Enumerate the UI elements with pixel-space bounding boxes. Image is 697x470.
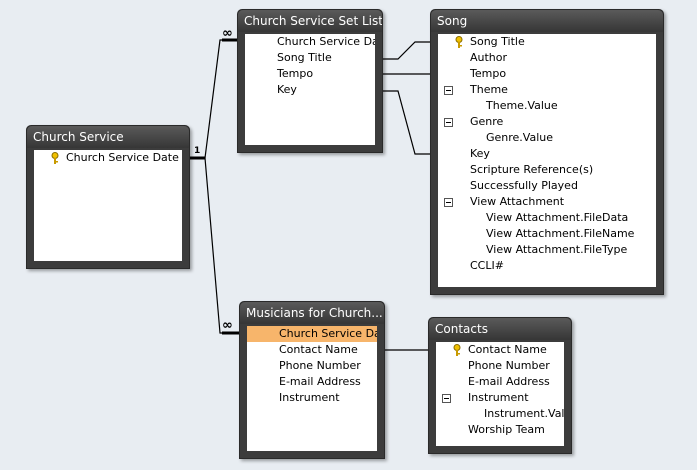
one-label: 1 xyxy=(194,146,201,156)
many-label-setlist: ∞ xyxy=(222,26,233,41)
key-icon xyxy=(453,344,461,356)
table-title[interactable]: Contacts xyxy=(429,318,571,340)
relationship-service-setlist xyxy=(187,39,238,159)
field-author[interactable]: Author xyxy=(470,51,508,64)
collapse-icon[interactable] xyxy=(444,86,453,95)
relationship-service-musicians xyxy=(187,157,240,334)
table-song[interactable]: Song Song Title Author Tempo Theme Theme… xyxy=(430,9,664,295)
field-email-address[interactable]: E-mail Address xyxy=(468,375,550,388)
table-field-list[interactable]: Contact Name Phone Number E-mail Address… xyxy=(436,342,564,446)
field-instrument-value[interactable]: Instrument.Valu xyxy=(484,407,564,420)
field-church-service-date[interactable]: Church Service Dat xyxy=(247,326,377,342)
field-view-attachment-filetype[interactable]: View Attachment.FileType xyxy=(486,243,628,256)
field-view-attachment-filename[interactable]: View Attachment.FileName xyxy=(486,227,635,240)
table-field-list[interactable]: Church Service Dat Contact Name Phone Nu… xyxy=(247,326,377,451)
field-phone-number[interactable]: Phone Number xyxy=(468,359,550,372)
table-title[interactable]: Church Service xyxy=(27,126,189,148)
field-genre-value[interactable]: Genre.Value xyxy=(486,131,554,144)
field-ccli[interactable]: CCLI# xyxy=(470,259,504,272)
many-label-musicians: ∞ xyxy=(222,318,233,333)
table-church-service[interactable]: Church Service Church Service Date xyxy=(26,125,190,269)
field-successfully-played[interactable]: Successfully Played xyxy=(470,179,578,192)
table-field-list[interactable]: Church Service Date xyxy=(34,150,182,261)
field-phone-number[interactable]: Phone Number xyxy=(279,359,361,372)
table-title[interactable]: Church Service Set List xyxy=(238,10,382,32)
relationship-setlist-song-title xyxy=(380,41,432,60)
field-song-title[interactable]: Song Title xyxy=(277,51,332,64)
table-field-list[interactable]: Church Service Dat Song Title Tempo Key xyxy=(245,34,375,145)
table-title[interactable]: Song xyxy=(431,10,663,32)
collapse-icon[interactable] xyxy=(444,198,453,207)
field-contact-name[interactable]: Contact Name xyxy=(279,343,358,356)
field-email-address[interactable]: E-mail Address xyxy=(279,375,361,388)
field-theme-value[interactable]: Theme.Value xyxy=(486,99,558,112)
field-song-title[interactable]: Song Title xyxy=(438,34,656,50)
field-key[interactable]: Key xyxy=(277,83,297,96)
key-icon xyxy=(455,36,463,48)
field-contact-name[interactable]: Contact Name xyxy=(436,342,564,358)
field-instrument[interactable]: Instrument xyxy=(436,390,564,406)
table-title[interactable]: Musicians for Church... xyxy=(240,302,384,324)
field-tempo[interactable]: Tempo xyxy=(277,67,314,80)
field-theme[interactable]: Theme xyxy=(438,82,656,98)
field-key[interactable]: Key xyxy=(470,147,490,160)
table-field-list[interactable]: Song Title Author Tempo Theme Theme.Valu… xyxy=(438,34,656,287)
field-genre[interactable]: Genre xyxy=(438,114,656,130)
table-contacts[interactable]: Contacts Contact Name Phone Number E-mai… xyxy=(428,317,572,454)
field-instrument[interactable]: Instrument xyxy=(279,391,340,404)
collapse-icon[interactable] xyxy=(444,118,453,127)
table-musicians-for-church-service[interactable]: Musicians for Church... Church Service D… xyxy=(239,301,385,459)
relationship-setlist-song-key xyxy=(380,90,432,155)
field-worship-team[interactable]: Worship Team xyxy=(468,423,545,436)
collapse-icon[interactable] xyxy=(442,394,451,403)
field-view-attachment-filedata[interactable]: View Attachment.FileData xyxy=(486,211,629,224)
field-scripture-references[interactable]: Scripture Reference(s) xyxy=(470,163,594,176)
field-view-attachment[interactable]: View Attachment xyxy=(438,194,656,210)
key-icon xyxy=(51,152,59,164)
field-church-service-date[interactable]: Church Service Dat xyxy=(277,35,375,48)
field-church-service-date[interactable]: Church Service Date xyxy=(34,150,182,166)
table-church-service-set-list[interactable]: Church Service Set List Church Service D… xyxy=(237,9,383,153)
field-tempo[interactable]: Tempo xyxy=(470,67,507,80)
